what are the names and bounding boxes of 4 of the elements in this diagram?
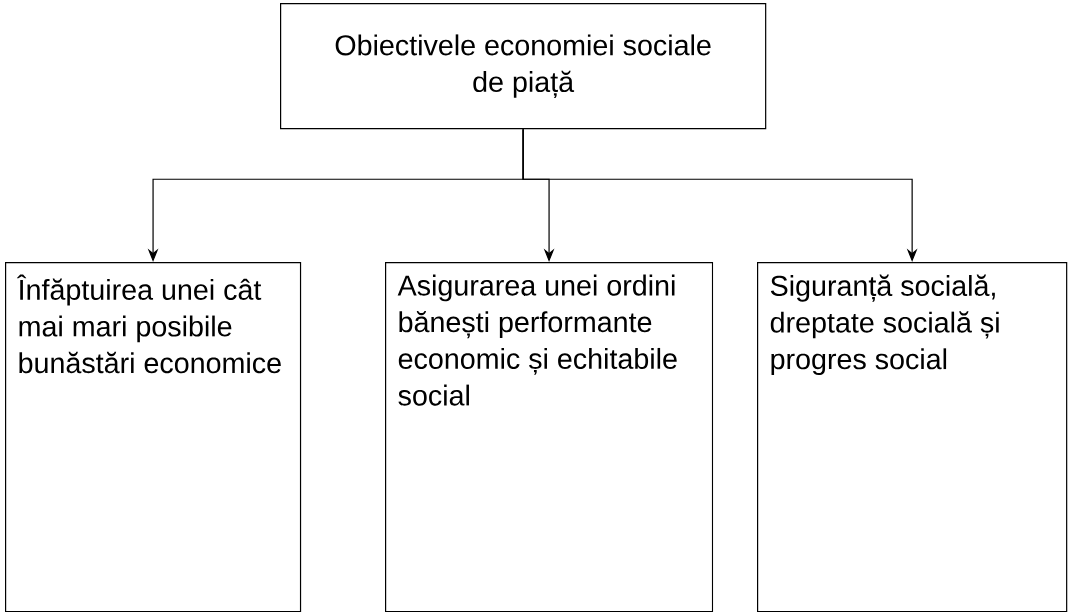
- text-box: Înfăptuirea unei cât mai mari posibile bunăstări economice: [5, 262, 302, 612]
- text-box: Siguranță socială, dreptate socială și progres social: [757, 262, 1068, 612]
- text-box: Obiectivele economiei sociale de piață: [280, 3, 767, 130]
- text-box: Asigurarea unei ordini bănești performante economic și echitabile social: [385, 262, 714, 612]
